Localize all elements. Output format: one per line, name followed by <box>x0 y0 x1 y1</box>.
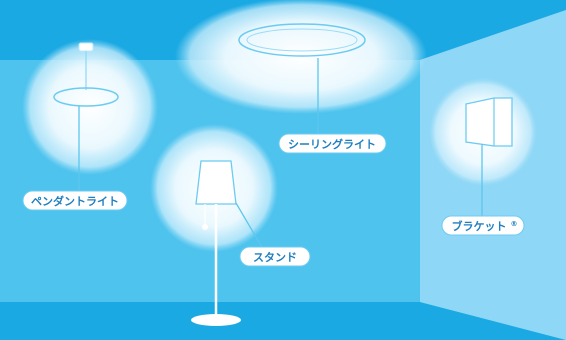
stand-label: スタンド <box>240 247 310 266</box>
pendant-glow <box>22 39 158 175</box>
bracket-label: ブラケット ® <box>442 216 524 235</box>
stand-label-text: スタンド <box>253 251 297 264</box>
pendant-label-text: ペンダントライト <box>31 194 119 208</box>
pendant-label: ペンダントライト <box>23 191 127 210</box>
ceiling-label-text: シーリングライト <box>288 137 376 151</box>
bracket-label-text: ブラケット <box>452 219 507 233</box>
ceiling-label: シーリングライト <box>279 134 386 153</box>
wall-bracket-lamp-icon <box>466 98 512 146</box>
bracket-label-mark: ® <box>511 220 518 228</box>
ceiling-glow <box>175 0 427 114</box>
